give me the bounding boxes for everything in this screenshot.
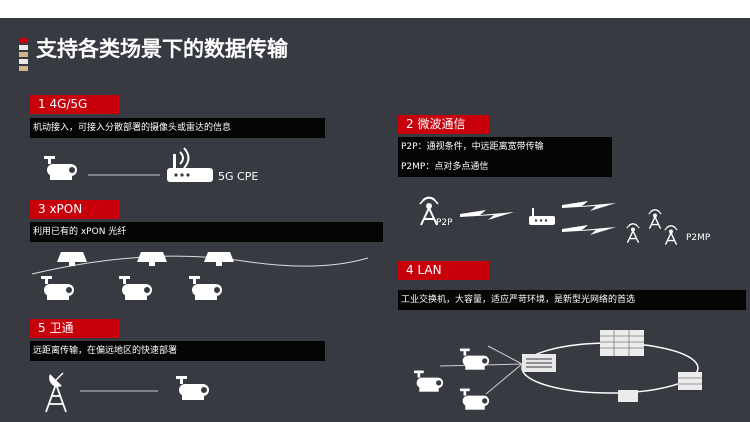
lightning-icon-lower bbox=[562, 223, 618, 237]
title-decoration bbox=[19, 38, 28, 73]
lightning-icon bbox=[460, 208, 516, 222]
cpe-label: 5G CPE bbox=[218, 170, 259, 183]
section-desc-microwave-p2mp: P2MP：点对多点通信 bbox=[398, 157, 612, 177]
camera-icon bbox=[40, 276, 76, 302]
p2mp-label: P2MP bbox=[686, 233, 711, 243]
slide: 支持各类场景下的数据传输 1 4G/5G 机动接入，可接入分散部署的摄像头或雷达… bbox=[0, 18, 750, 422]
p2p-label: P2P bbox=[436, 218, 453, 228]
page-title: 支持各类场景下的数据传输 bbox=[36, 37, 288, 61]
camera-icon bbox=[414, 370, 444, 394]
section-tag-xpon: 3 xPON bbox=[30, 200, 119, 219]
camera-icon bbox=[460, 388, 490, 412]
deco-bar-2 bbox=[19, 45, 28, 50]
section-tag-satellite: 5 卫通 bbox=[30, 319, 119, 338]
deco-bar-3 bbox=[19, 52, 28, 57]
section-tag-microwave: 2 微波通信 bbox=[398, 115, 489, 134]
section-tag-lan: 4 LAN bbox=[398, 261, 489, 280]
antenna-icon bbox=[624, 222, 642, 244]
section-desc-satellite: 远距离传输，在偏远地区的快速部署 bbox=[30, 341, 325, 361]
antenna-icon bbox=[662, 224, 680, 246]
section-desc-4g5g: 机动接入，可接入分散部署的摄像头或雷达的信息 bbox=[30, 118, 325, 138]
link-line bbox=[80, 390, 158, 392]
fiber-line bbox=[30, 242, 370, 282]
section-desc-microwave-p2p: P2P：通视条件，中远距离宽带传输 bbox=[398, 137, 612, 157]
onu-icon bbox=[57, 252, 87, 266]
section-tag-4g5g: 1 4G/5G bbox=[30, 95, 119, 114]
section-desc-lan: 工业交换机，大容量，适应严苛环境，是新型光网络的首选 bbox=[398, 290, 746, 310]
section-desc-xpon: 利用已有的 xPON 光纤 bbox=[30, 222, 383, 242]
camera-icon bbox=[188, 276, 224, 302]
lan-network-diagram bbox=[410, 318, 710, 422]
lightning-icon-upper bbox=[562, 199, 618, 213]
camera-icon bbox=[118, 276, 154, 302]
deco-bar-1 bbox=[19, 38, 28, 43]
link-line bbox=[88, 174, 160, 176]
router-icon bbox=[528, 206, 556, 228]
cpe-router-icon bbox=[165, 146, 215, 186]
satellite-dish-tower-icon bbox=[40, 370, 72, 414]
deco-bar-4 bbox=[19, 59, 28, 64]
deco-bar-5 bbox=[19, 66, 28, 71]
onu-icon bbox=[137, 252, 167, 266]
camera-icon bbox=[176, 376, 210, 402]
onu-icon bbox=[204, 252, 234, 266]
camera-icon bbox=[460, 348, 490, 372]
camera-icon bbox=[44, 156, 78, 182]
